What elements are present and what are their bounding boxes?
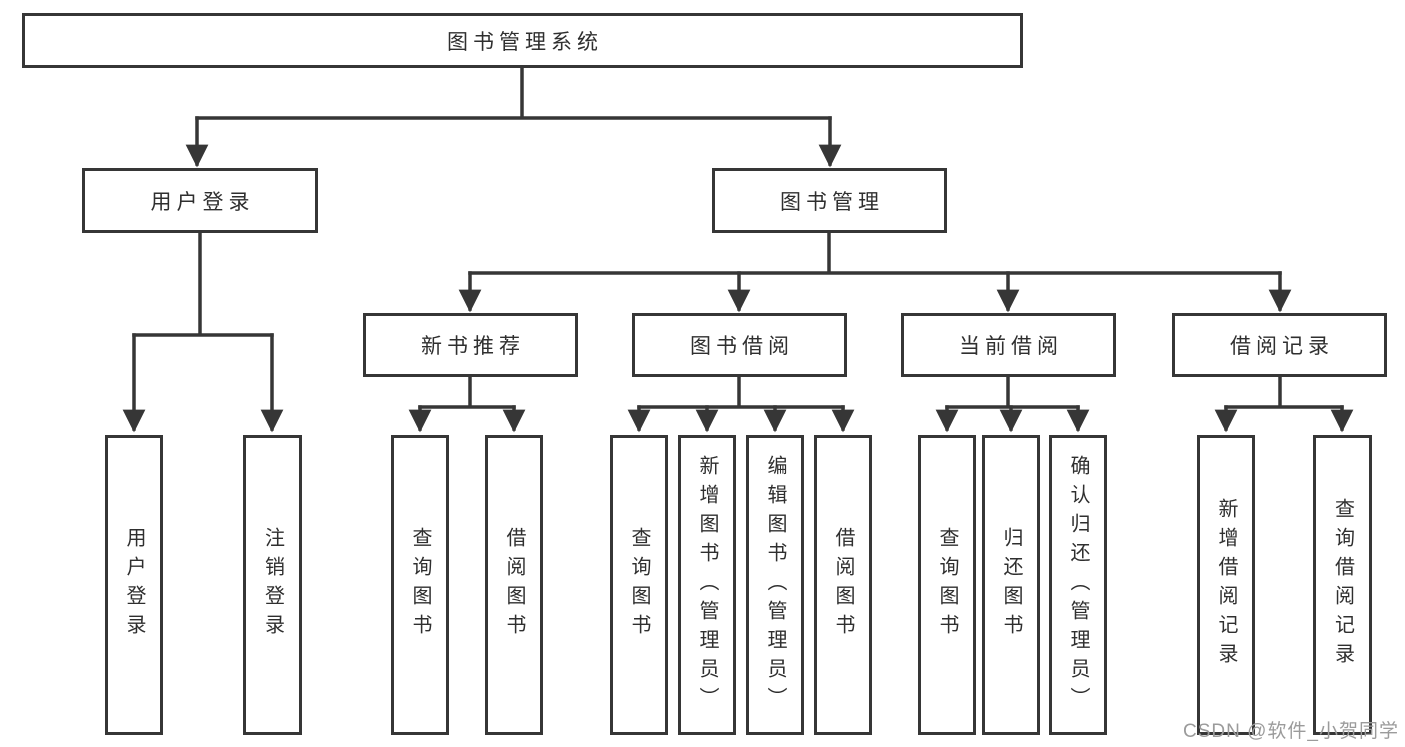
leaf-add-books-admin: 新增图书（管理员） <box>678 435 736 735</box>
leaf-borrow-books-2: 借阅图书 <box>814 435 872 735</box>
leaf-user-login: 用户登录 <box>105 435 163 735</box>
leaf-label: 用户登录 <box>123 527 145 643</box>
leaf-query-books-1: 查询图书 <box>391 435 449 735</box>
node-root-system: 图书管理系统 <box>22 13 1023 68</box>
leaf-confirm-return-admin: 确认归还（管理员） <box>1049 435 1107 735</box>
leaf-label: 注销登录 <box>261 527 284 643</box>
leaf-logout: 注销登录 <box>243 435 302 735</box>
leaf-query-borrow-record: 查询借阅记录 <box>1313 435 1372 735</box>
leaf-label: 编辑图书（管理员） <box>764 454 786 716</box>
leaf-edit-books-admin: 编辑图书（管理员） <box>746 435 804 735</box>
node-book-management-branch: 图书管理 <box>712 168 947 233</box>
node-current-borrow: 当前借阅 <box>901 313 1116 377</box>
leaf-query-books-3: 查询图书 <box>918 435 976 735</box>
leaf-label: 确认归还（管理员） <box>1067 454 1089 716</box>
leaf-label: 查询借阅记录 <box>1331 498 1354 672</box>
leaf-label: 查询图书 <box>936 527 958 643</box>
csdn-watermark: CSDN @软件_小贺同学 <box>1183 721 1399 742</box>
leaf-query-books-2: 查询图书 <box>610 435 668 735</box>
leaf-label: 查询图书 <box>628 527 650 643</box>
node-borrow-records: 借阅记录 <box>1172 313 1387 377</box>
leaf-label: 归还图书 <box>1000 527 1022 643</box>
leaf-return-books: 归还图书 <box>982 435 1040 735</box>
leaf-label: 新增图书（管理员） <box>696 454 718 716</box>
leaf-label: 借阅图书 <box>503 527 525 643</box>
leaf-label: 借阅图书 <box>832 527 854 643</box>
leaf-add-borrow-record: 新增借阅记录 <box>1197 435 1255 735</box>
leaf-label: 新增借阅记录 <box>1215 498 1237 672</box>
node-user-login-branch: 用户登录 <box>82 168 318 233</box>
node-book-borrow: 图书借阅 <box>632 313 847 377</box>
leaf-label: 查询图书 <box>409 527 431 643</box>
node-new-book-recommend: 新书推荐 <box>363 313 578 377</box>
leaf-borrow-books-1: 借阅图书 <box>485 435 543 735</box>
